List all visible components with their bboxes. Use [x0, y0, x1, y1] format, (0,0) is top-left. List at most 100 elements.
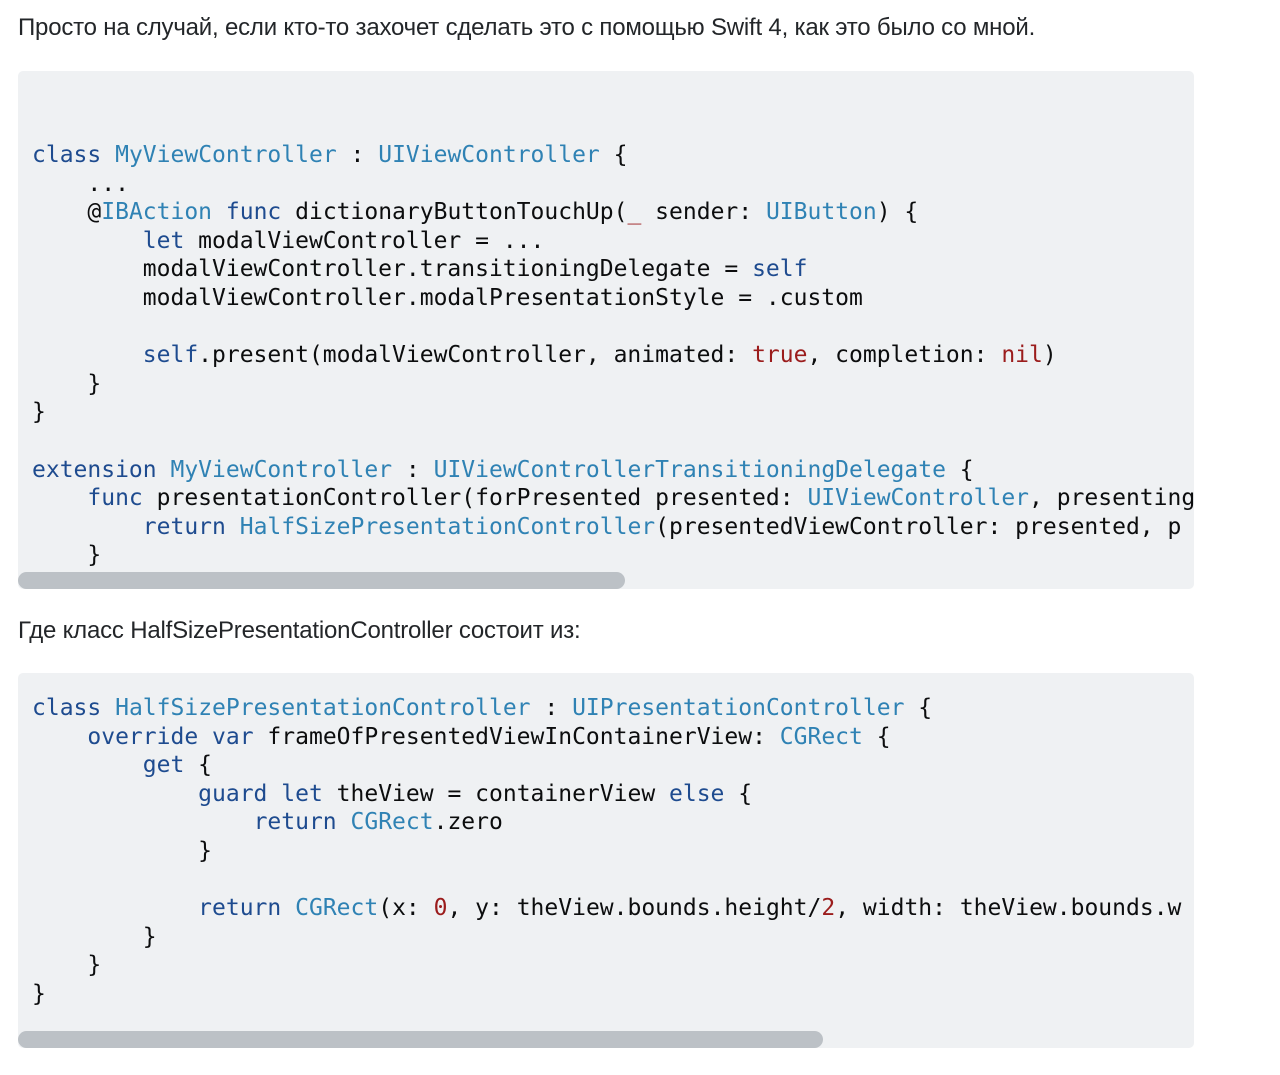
code-text [32, 724, 87, 750]
code-literal: 0 [433, 895, 448, 922]
code-text [32, 895, 198, 921]
code-keyword: self [752, 256, 808, 283]
code-text: { [904, 695, 933, 721]
code-line: extension MyViewController : UIViewContr… [32, 456, 1194, 485]
code-keyword: let [142, 227, 185, 254]
code-text: sender: [641, 199, 766, 226]
code-line [32, 427, 1194, 456]
code-line: get { [32, 751, 1194, 780]
code-text: } [32, 952, 102, 979]
code-lines: class MyViewController : UIViewControlle… [32, 141, 1194, 589]
code-text: { [945, 456, 974, 483]
code-text: (x: [378, 895, 434, 922]
code-keyword: return [142, 513, 226, 540]
code-text: : [392, 456, 434, 483]
code-text: dictionaryButtonTouchUp( [281, 199, 628, 226]
code-text: @ [32, 199, 102, 226]
code-line: ... [32, 170, 1194, 199]
code-type: CGRect [779, 723, 863, 750]
code-text: frameOfPresentedViewInContainerView: [253, 723, 780, 750]
code-line: } [32, 837, 1194, 866]
middle-paragraph: Где класс HalfSizePresentationController… [18, 617, 581, 644]
code-line: guard let theView = containerView else { [32, 780, 1194, 809]
code-keyword: func [87, 485, 143, 512]
code-type: HalfSizePresentationController [115, 695, 531, 721]
code-line: } [32, 980, 1194, 1009]
code-keyword: override [87, 723, 199, 750]
code-text: ) [1042, 342, 1057, 369]
code-text: { [862, 723, 891, 750]
code-text: : [530, 695, 573, 721]
code-keyword: return [198, 895, 282, 922]
code-text [198, 724, 212, 750]
code-literal: nil [1001, 342, 1043, 369]
code-keyword: self [142, 342, 199, 369]
code-text: ) { [876, 199, 919, 226]
code-literal: _ [627, 199, 642, 226]
code-keyword: guard [198, 780, 268, 807]
code-text: .zero [433, 809, 503, 836]
code-type: IBAction [101, 199, 213, 226]
code-text: { [184, 752, 213, 779]
code-text [267, 781, 281, 807]
code-line: func presentationController(forPresented… [32, 484, 1194, 513]
code-keyword: else [669, 780, 725, 807]
code-keyword: var [212, 723, 254, 750]
code-text [32, 781, 198, 807]
code-keyword: class [32, 142, 102, 168]
code-lines: class HalfSizePresentationController : U… [32, 694, 1194, 1009]
code-text [32, 342, 143, 368]
code-text [32, 485, 87, 511]
code-text: .present(modalViewController, animated: [198, 342, 753, 369]
code-type: MyViewController [115, 142, 337, 168]
code-type: UIViewController [378, 142, 600, 168]
code-line: modalViewController.modalPresentationSty… [32, 284, 1194, 313]
code-type: UIPresentationController [572, 695, 905, 721]
code-text: modalViewController.modalPresentationSty… [32, 284, 863, 311]
code-literal: 2 [821, 895, 836, 922]
code-line: @IBAction func dictionaryButtonTouchUp(_… [32, 198, 1194, 227]
code-text: , width: theView.bounds.w [835, 895, 1182, 922]
code-text: } [32, 399, 46, 426]
code-text [157, 457, 171, 483]
code-text [226, 514, 240, 540]
code-line: } [32, 951, 1194, 980]
code-text [212, 199, 226, 225]
code-type: UIViewController [807, 485, 1030, 512]
code-text: { [724, 780, 753, 807]
horizontal-scrollbar[interactable] [18, 572, 625, 589]
code-text [337, 809, 351, 835]
code-text: (presentedViewController: presented, p [655, 513, 1182, 540]
code-text: , completion: [807, 342, 1002, 369]
code-block-halfsize: class HalfSizePresentationController : U… [18, 673, 1194, 1048]
code-text: } [32, 980, 46, 1007]
code-text: } [32, 923, 157, 950]
code-line: self.present(modalViewController, animat… [32, 341, 1194, 370]
code-text: } [32, 542, 102, 569]
code-keyword: extension [32, 456, 157, 483]
code-block-swift4: class MyViewController : UIViewControlle… [18, 71, 1194, 589]
code-type: CGRect [295, 895, 379, 922]
code-type: CGRect [350, 809, 434, 836]
code-text [32, 514, 143, 540]
code-text: , presenting [1029, 485, 1194, 512]
code-keyword: get [142, 752, 185, 779]
code-line: modalViewController.transitioningDelegat… [32, 255, 1194, 284]
code-text: modalViewController.transitioningDelegat… [32, 256, 753, 283]
code-keyword: class [32, 695, 102, 721]
code-text: ... [32, 170, 129, 197]
code-text: } [32, 370, 102, 397]
code-text [32, 228, 143, 254]
code-keyword: func [225, 199, 282, 226]
code-type: UIViewControllerTransitioningDelegate [433, 456, 946, 483]
code-keyword: let [281, 780, 323, 807]
code-text: } [32, 837, 213, 864]
horizontal-scrollbar[interactable] [18, 1031, 823, 1048]
code-line: return CGRect.zero [32, 808, 1194, 837]
code-line: } [32, 541, 1194, 570]
code-text: presentationController(forPresented pres… [142, 485, 808, 512]
intro-paragraph: Просто на случай, если кто-то захочет сд… [18, 14, 1036, 41]
code-type: MyViewController [170, 456, 393, 483]
code-line [32, 313, 1194, 342]
code-line: let modalViewController = ... [32, 227, 1194, 256]
